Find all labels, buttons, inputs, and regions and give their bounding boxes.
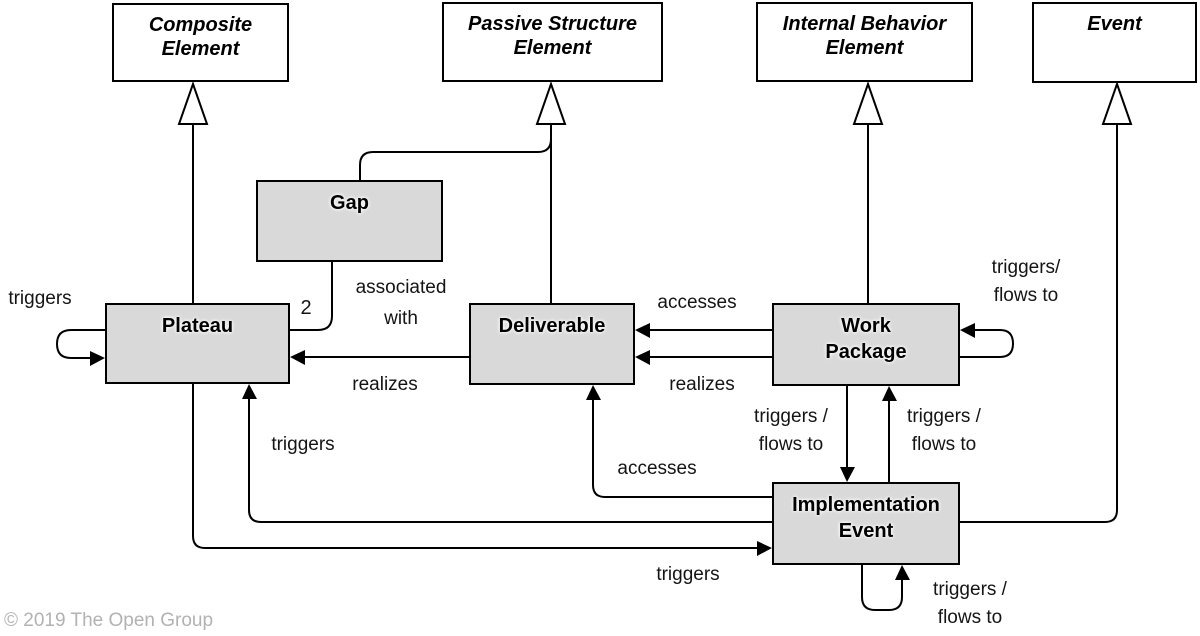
hollow-triangle-event — [1101, 80, 1133, 125]
copyright-notice: © 2019 The Open Group — [4, 610, 214, 631]
arrowhead-workpackage-self — [960, 323, 975, 338]
label-gap-plateau-multiplicity: 2 — [300, 297, 312, 319]
node-passive-structure-element: Passive Structure Element — [442, 2, 663, 82]
arrowhead-plateau-self — [90, 351, 105, 366]
arrowhead-triggers-implevent-left — [757, 541, 772, 556]
generalization-implevent-to-event — [960, 124, 1118, 523]
node-deliverable: Deliverable — [469, 303, 635, 385]
edge-implevent-self-loop — [861, 565, 903, 611]
node-composite-element: Composite Element — [112, 3, 289, 82]
label-workpackage-realizes-deliverable: realizes — [669, 374, 735, 395]
edge-plateau-triggers-implevent — [192, 384, 759, 549]
arrowhead-into-workpackage-bottom — [882, 386, 897, 401]
label-plateau-self-triggers: triggers — [8, 288, 72, 309]
hollow-triangle-composite — [177, 80, 209, 125]
arrowhead-accesses-deliverable — [635, 323, 650, 338]
label-workpackage-self-triggers: triggers/ flows to — [991, 257, 1061, 306]
node-internal-behavior-element: Internal Behavior Element — [756, 2, 973, 82]
node-plateau: Plateau — [105, 303, 290, 384]
arrowhead-into-implevent-top — [840, 467, 855, 482]
label-implevent-triggers-plateau: triggers — [271, 434, 335, 455]
arrowhead-accesses-deliverable-bottom — [586, 385, 601, 400]
node-event: Event — [1032, 2, 1197, 83]
arrowhead-triggers-plateau-bottom — [242, 384, 257, 399]
label-plateau-triggers-implevent: triggers — [656, 564, 720, 585]
generalization-gap-to-passive — [359, 124, 552, 180]
label-workpackage-to-implevent: triggers / flows to — [754, 406, 828, 455]
hollow-triangle-passive — [535, 80, 567, 125]
label-gap-association: associated with — [355, 277, 447, 329]
node-gap: Gap — [256, 180, 443, 262]
node-implementation-event: Implementation Event — [772, 482, 960, 565]
edge-plateau-self-loop — [55, 329, 105, 359]
edge-workpackage-self-loop — [960, 329, 1015, 358]
edge-implevent-triggers-plateau — [248, 397, 772, 523]
node-work-package: Work Package — [772, 303, 960, 386]
label-implevent-to-workpackage: triggers / flows to — [907, 406, 981, 455]
label-workpackage-accesses-deliverable: accesses — [657, 292, 737, 313]
edge-implevent-accesses-deliverable — [592, 398, 772, 498]
hollow-triangle-internal — [852, 80, 884, 125]
arrowhead-realizes-deliverable — [635, 350, 650, 365]
arrowhead-implevent-self — [895, 565, 910, 580]
association-gap-plateau — [290, 262, 333, 331]
label-deliverable-realizes-plateau: realizes — [352, 374, 418, 395]
label-implevent-accesses-deliverable: accesses — [617, 458, 697, 479]
arrowhead-realizes-plateau — [290, 350, 305, 365]
label-implevent-self-triggers: triggers / flows to — [933, 579, 1007, 628]
